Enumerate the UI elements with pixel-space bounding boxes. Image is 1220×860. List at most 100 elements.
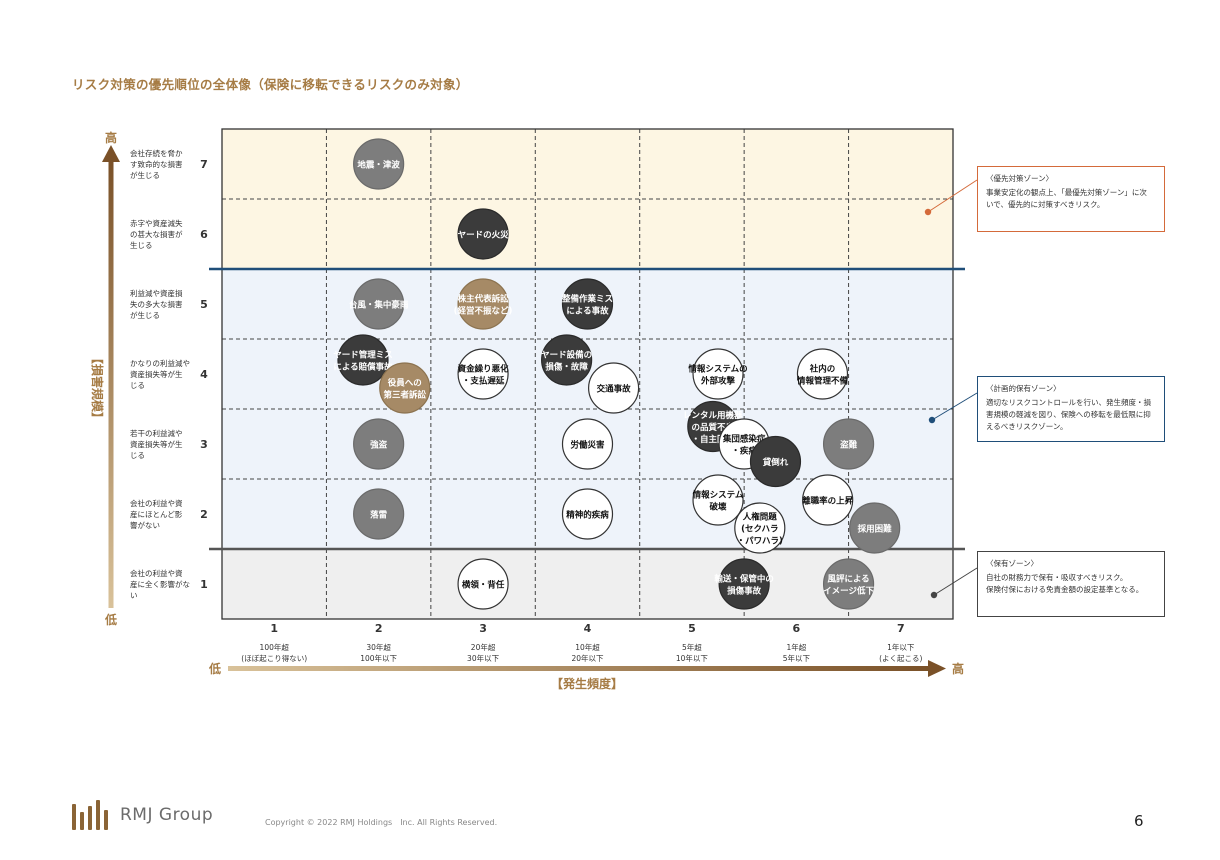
x-tick-desc: 20年以下 xyxy=(571,653,604,663)
risk-point-label: ヤード管理ミス xyxy=(333,350,393,361)
risk-point: 人権問題(セクハラ・パワハラ) xyxy=(734,502,786,554)
risk-point-bubble xyxy=(802,474,854,526)
page-number: 6 xyxy=(1134,812,1144,830)
risk-point-bubble xyxy=(337,334,389,386)
company-logo: RMJ Group xyxy=(72,800,213,830)
risk-point: 労働災害 xyxy=(561,418,614,470)
y-axis-title: 【損害規模】 xyxy=(90,352,105,424)
x-axis-low-label: 低 xyxy=(208,661,221,676)
risk-point-bubble xyxy=(457,558,509,610)
logo-mark-icon xyxy=(72,800,108,830)
x-axis-high-label: 高 xyxy=(952,661,964,676)
risk-point-label: 強盗 xyxy=(370,440,388,451)
risk-point-label: 社内の xyxy=(809,364,836,375)
x-tick-desc: (よく起こる) xyxy=(879,654,922,663)
y-tick-desc: 赤字や資産減失 xyxy=(130,218,183,228)
y-tick-desc: 若干の利益減や xyxy=(130,428,183,438)
x-tick-label: 6 xyxy=(793,622,801,635)
y-tick-desc: かなりの利益減や xyxy=(130,358,190,368)
x-tick-label: 4 xyxy=(584,622,592,635)
risk-point-label: 外部攻撃 xyxy=(700,376,736,387)
risk-point-label: 情報管理不備 xyxy=(796,376,849,387)
risk-point-label: 輸送・保管中の xyxy=(714,574,774,585)
planned-zone-line-1: 適切なリスクコントロールを行い、発生頻度・損 xyxy=(986,398,1151,407)
y-tick-desc: 利益減や資産損 xyxy=(130,288,183,298)
risk-point-label: イメージ低下 xyxy=(823,586,874,597)
y-axis-arrow-head-icon xyxy=(102,145,120,162)
risk-point-label: ヤードの火災 xyxy=(458,230,510,241)
x-axis-arrow-head-icon xyxy=(928,660,946,677)
risk-point: 株主代表訴訟(経営不振など) xyxy=(454,278,513,330)
y-tick-desc: 産にほとんど影 xyxy=(130,509,183,519)
y-tick-desc: 産に全く影響がな xyxy=(130,579,190,589)
risk-point-bubble xyxy=(353,418,405,470)
x-tick-desc: 1年超 xyxy=(786,642,806,652)
priority-zone-title: 〈優先対策ゾーン〉 xyxy=(986,174,1054,183)
risk-point-label: 役員への xyxy=(387,378,422,389)
risk-point-label: 交通事故 xyxy=(597,384,632,395)
plot-frame xyxy=(221,128,954,620)
risk-point-bubble xyxy=(353,488,405,540)
risk-point-bubble xyxy=(796,348,849,400)
risk-point: 精神的疾病 xyxy=(561,488,614,540)
risk-point-label: による賠償事故 xyxy=(333,362,393,373)
y-tick-desc: の甚大な損害が xyxy=(130,229,183,239)
priority-zone-line-1: 事業安定化の観点上、「最優先対策ゾーン」に次 xyxy=(986,188,1147,197)
planned-zone-note: 〈計画的保有ゾーン〉 適切なリスクコントロールを行い、発生頻度・損 害規模の軽減… xyxy=(977,376,1165,442)
risk-point-label: 労働災害 xyxy=(570,440,605,451)
y-tick-label: 7 xyxy=(200,158,208,171)
x-tick-label: 1 xyxy=(270,622,278,635)
risk-point: 離職率の上昇 xyxy=(802,474,854,526)
risk-point-label: 情報システム xyxy=(692,490,744,501)
y-tick-label: 6 xyxy=(200,228,208,241)
retention-zone-line-2: 保険付保における免責金額の設定基準となる。 xyxy=(986,585,1144,594)
risk-point-label: 第三者訴訟 xyxy=(383,390,426,401)
y-tick-label: 3 xyxy=(200,438,208,451)
planned-zone-line-2: 害規模の軽減を図り、保険への移転を最低限に抑 xyxy=(986,410,1151,419)
y-tick-desc: 会社存続を脅か xyxy=(130,148,183,158)
y-tick-desc: い xyxy=(130,591,138,600)
risk-point-label: 集団感染症 xyxy=(722,434,766,445)
risk-point-label: ・支払遅延 xyxy=(462,376,505,387)
risk-point-label: (セクハラ xyxy=(741,524,778,535)
y-tick-desc: 失の多大な損害 xyxy=(130,299,183,309)
risk-point-bubble xyxy=(749,435,802,488)
risk-point-bubble xyxy=(379,362,431,414)
y-tick-desc: 生じる xyxy=(130,240,153,250)
y-tick-desc: 会社の利益や資 xyxy=(130,568,183,578)
y-tick-desc: 会社の利益や資 xyxy=(130,498,183,508)
retention-zone-title: 〈保有ゾーン〉 xyxy=(986,559,1039,568)
x-tick-desc: 100年以下 xyxy=(360,653,397,663)
risk-point: ヤードの火災 xyxy=(457,208,510,260)
retention-connector xyxy=(933,567,978,596)
y-tick-label: 4 xyxy=(200,368,208,381)
risk-point-bubble xyxy=(561,418,614,470)
risk-point-label: 盗難 xyxy=(840,440,858,451)
y-tick-label: 1 xyxy=(200,578,208,591)
x-tick-label: 3 xyxy=(479,622,487,635)
risk-point-bubble xyxy=(588,362,640,414)
risk-point-label: 風評による xyxy=(827,574,869,585)
y-tick-label: 2 xyxy=(200,508,208,521)
copyright: Copyright © 2022 RMJ Holdings Inc. All R… xyxy=(265,818,498,827)
x-tick-label: 2 xyxy=(375,622,383,635)
y-tick-desc: が生じる xyxy=(130,170,160,180)
x-tick-label: 5 xyxy=(688,622,696,635)
risk-point: 台風・集中豪雨 xyxy=(349,278,409,330)
risk-point-bubble xyxy=(353,278,405,330)
x-tick-desc: 20年超 xyxy=(471,642,496,652)
x-tick-desc: (ほぼ起こり得ない) xyxy=(241,653,307,663)
risk-point-bubble xyxy=(718,558,770,610)
risk-point-bubble xyxy=(561,278,614,330)
risk-point-label: 損傷・故障 xyxy=(545,362,588,373)
logo-text: RMJ Group xyxy=(120,805,214,825)
x-tick-desc: 1年以下 xyxy=(887,642,915,652)
risk-point-label: 離職率の上昇 xyxy=(802,496,854,507)
risk-point-bubble xyxy=(457,278,509,330)
